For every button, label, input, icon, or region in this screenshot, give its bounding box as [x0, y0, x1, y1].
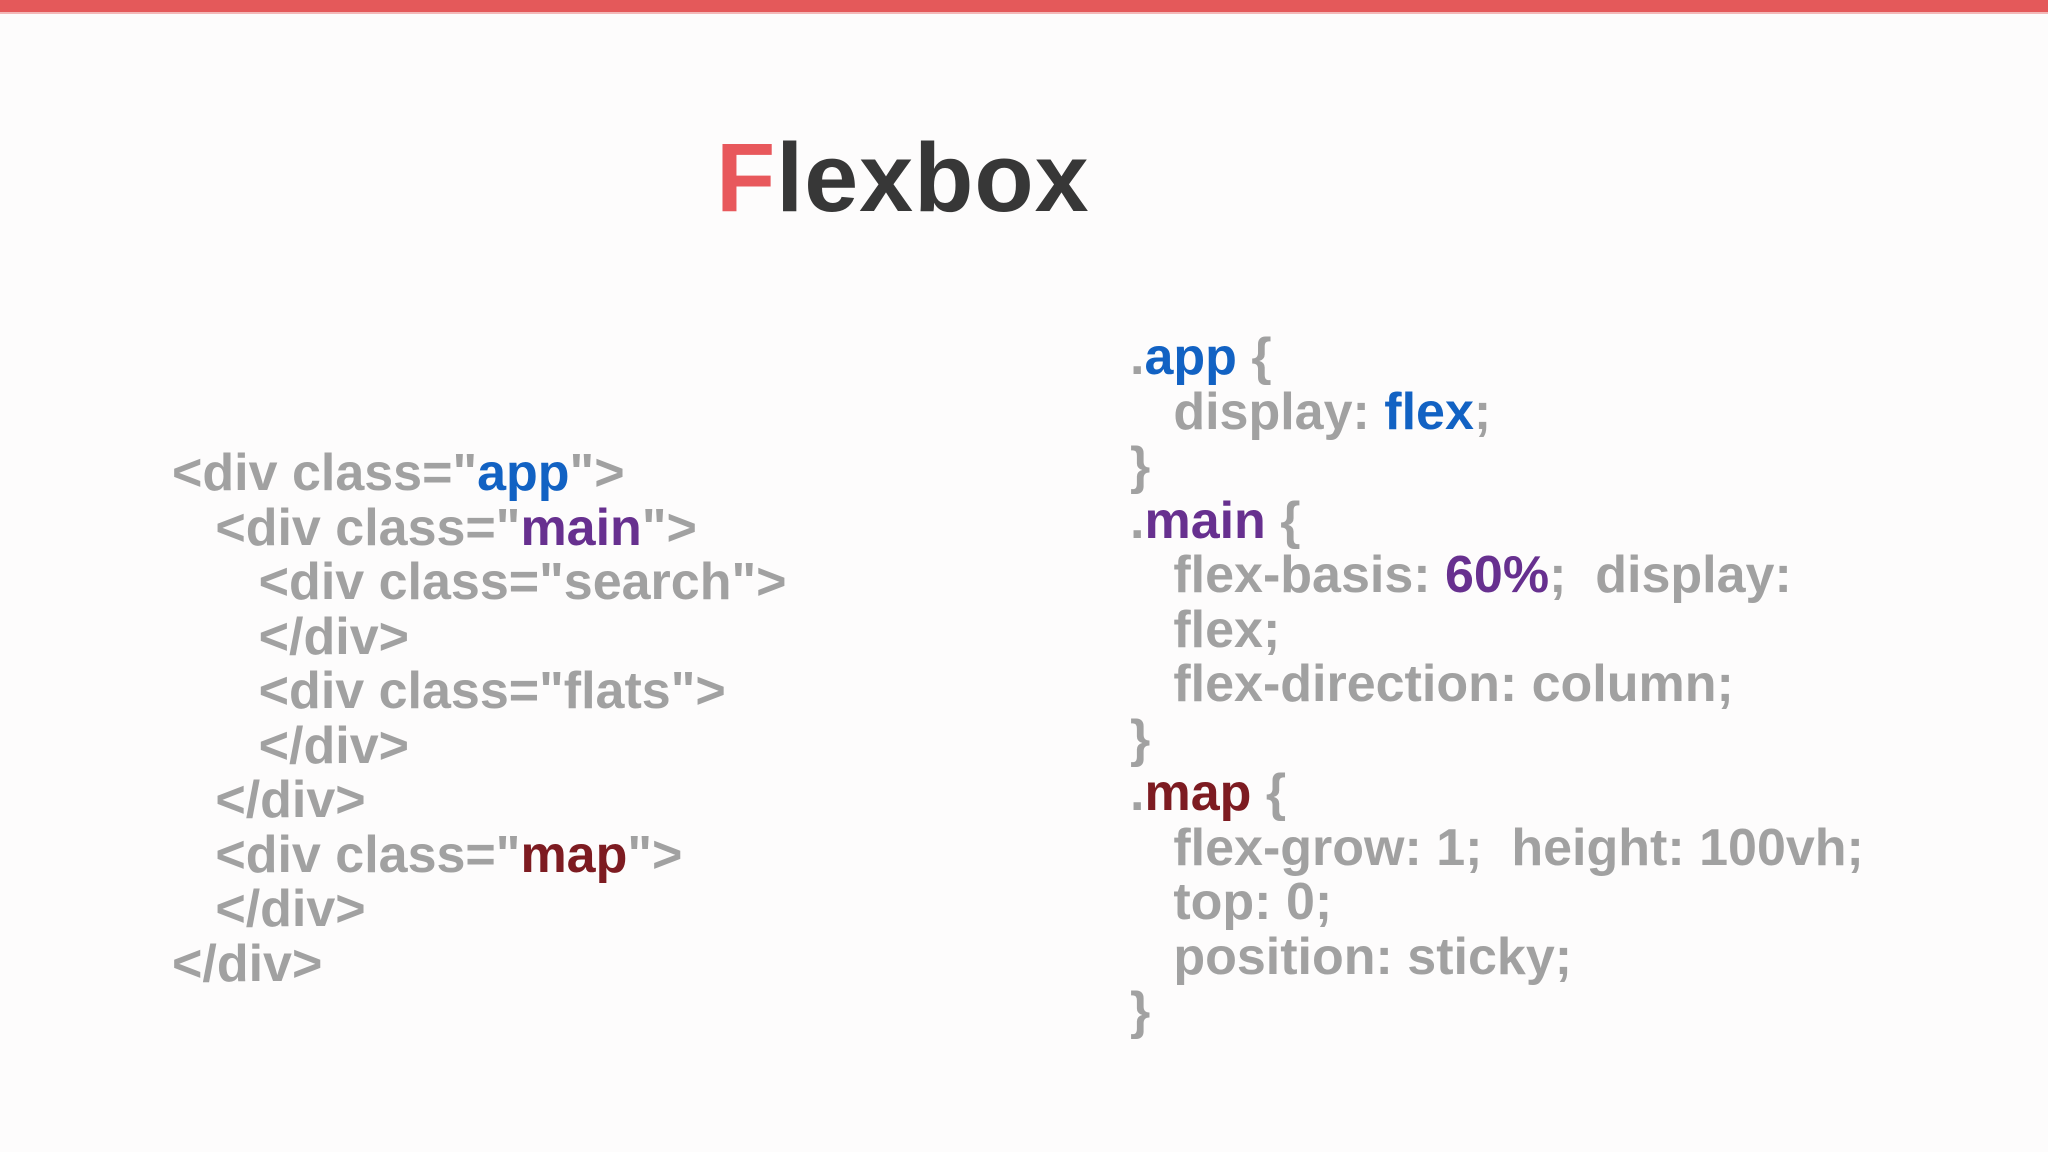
- code-line: </div>: [172, 773, 786, 828]
- code-token-gray: <div class=": [172, 444, 478, 502]
- code-line: flex;: [1130, 600, 1864, 659]
- page-title-rest: lexbox: [776, 123, 1090, 232]
- code-token-gray: flex-grow: 1; height: 100vh;: [1130, 818, 1864, 877]
- code-token-gray: </div>: [172, 934, 323, 993]
- code-token-darkred: map: [1144, 764, 1252, 822]
- code-line: </div>: [172, 716, 786, 775]
- code-line: .app {: [1130, 330, 1864, 385]
- html-code-snippet: <div class="app"> <div class="main"> <di…: [172, 446, 786, 991]
- code-token-gray: flex-basis:: [1130, 546, 1445, 604]
- code-line: display: flex;: [1130, 382, 1864, 441]
- code-token-purple: 60%: [1445, 546, 1550, 604]
- code-token-gray: </div>: [172, 716, 409, 775]
- code-line: <div class="app">: [172, 446, 786, 501]
- code-token-gray: {: [1251, 764, 1287, 822]
- code-token-gray: ;: [1473, 382, 1492, 441]
- page-title: Flexbox: [716, 122, 1090, 234]
- code-token-gray: ">: [641, 498, 697, 557]
- code-token-darkred: map: [520, 825, 628, 884]
- code-token-gray: {: [1236, 328, 1272, 386]
- css-code-snippet: .app { display: flex;}.main { flex-basis…: [1130, 330, 1864, 1039]
- code-line: }: [1130, 984, 1864, 1039]
- code-line: <div class="map">: [172, 825, 786, 884]
- code-token-gray: <div class="flats">: [172, 662, 726, 720]
- code-token-gray: top: 0;: [1130, 873, 1333, 931]
- code-line: top: 0;: [1130, 875, 1864, 930]
- code-line: flex-basis: 60%; display:: [1130, 548, 1864, 603]
- code-token-blue: app: [477, 444, 570, 502]
- code-token-gray: ">: [569, 444, 625, 502]
- code-token-gray: }: [1130, 709, 1151, 768]
- code-token-gray: <div class=": [172, 498, 521, 557]
- code-token-gray: </div>: [172, 607, 409, 666]
- code-line: flex-direction: column;: [1130, 657, 1864, 712]
- page-title-accent-letter: F: [716, 123, 777, 232]
- code-line: .map {: [1130, 766, 1864, 821]
- code-token-gray: .: [1130, 491, 1145, 550]
- code-token-gray: {: [1265, 491, 1301, 550]
- code-line: <div class="main">: [172, 498, 786, 557]
- code-token-gray: </div>: [172, 771, 366, 829]
- code-line: }: [1130, 439, 1864, 494]
- code-token-gray: .: [1130, 328, 1145, 386]
- code-token-purple: main: [520, 498, 642, 557]
- code-token-gray: }: [1130, 982, 1151, 1040]
- code-token-gray: .: [1130, 764, 1145, 822]
- code-line: position: sticky;: [1130, 927, 1864, 986]
- code-token-gray: <div class="search">: [172, 553, 787, 611]
- code-token-gray: flex-direction: column;: [1130, 655, 1734, 713]
- slide-accent-bar: [0, 0, 2048, 14]
- code-token-gray: display:: [1130, 382, 1385, 441]
- code-token-purple: main: [1144, 491, 1266, 550]
- code-token-gray: ">: [627, 825, 683, 884]
- code-token-blue: flex: [1384, 382, 1474, 441]
- code-token-blue: app: [1144, 328, 1237, 386]
- code-token-gray: }: [1130, 437, 1151, 495]
- code-token-gray: position: sticky;: [1130, 927, 1573, 986]
- code-line: .main {: [1130, 491, 1864, 550]
- code-line: </div>: [172, 882, 786, 937]
- code-token-gray: flex;: [1130, 600, 1281, 659]
- code-token-gray: </div>: [172, 880, 366, 938]
- code-line: <div class="flats">: [172, 664, 786, 719]
- code-token-gray: <div class=": [172, 825, 521, 884]
- code-line: flex-grow: 1; height: 100vh;: [1130, 818, 1864, 877]
- code-line: }: [1130, 709, 1864, 768]
- code-line: </div>: [172, 607, 786, 666]
- code-line: </div>: [172, 934, 786, 993]
- code-token-gray: ; display:: [1549, 546, 1792, 604]
- code-line: <div class="search">: [172, 553, 787, 611]
